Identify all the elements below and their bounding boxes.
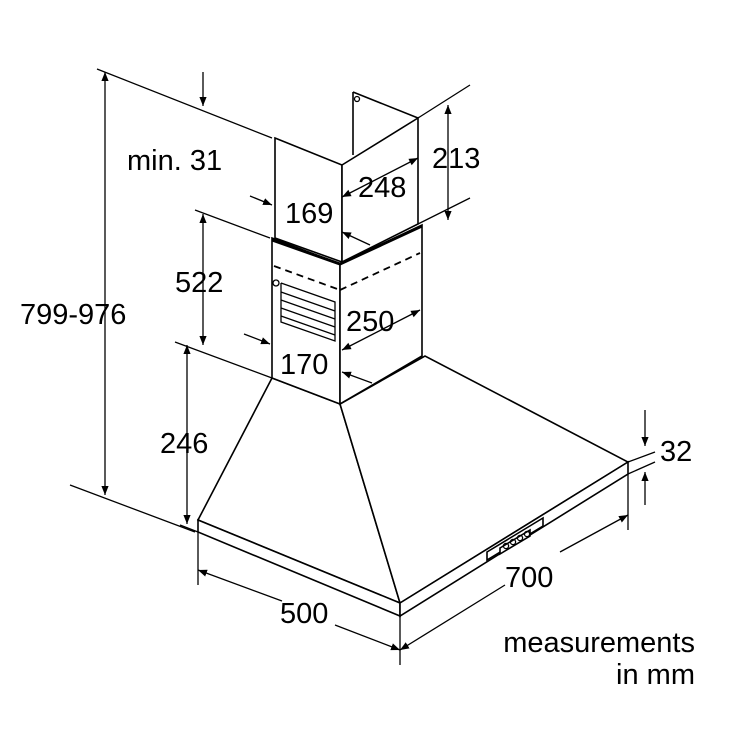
dimension-label-canopy-width: 700 [505, 562, 553, 594]
dimension-label-upper-chimney-width: 248 [358, 172, 406, 204]
units-note-line-2: in mm [616, 659, 695, 691]
dimension-label-canopy-height: 246 [160, 428, 208, 460]
units-note-line-1: measurements [503, 627, 695, 659]
dimension-label-canopy-edge-height: 32 [660, 436, 692, 468]
dimension-label-lower-chimney-height: 522 [175, 267, 223, 299]
dimension-label-lower-chimney-width: 250 [346, 306, 394, 338]
control-button-icon [502, 542, 510, 550]
lower-chimney-dashed-line [339, 252, 421, 291]
control-button-icon [516, 534, 524, 542]
control-button-icon [509, 538, 517, 546]
wall-bracket-edge [352, 91, 419, 119]
screw-icon [353, 95, 361, 103]
dimension-label-upper-chimney-height: 213 [432, 143, 480, 175]
chimney-join [271, 224, 423, 266]
vent-grille [280, 282, 336, 342]
dimension-label-total-height: 799-976 [20, 299, 126, 331]
dimension-label-canopy-depth: 500 [280, 598, 328, 630]
hood-body [196, 91, 630, 618]
dimension-label-lower-chimney-depth: 170 [280, 349, 328, 381]
dimension-label-top-clearance: min. 31 [127, 145, 222, 177]
dimension-lines [69, 68, 656, 665]
control-panel [486, 516, 544, 562]
dimension-label-upper-chimney-depth: 169 [285, 198, 333, 230]
screw-icon [272, 279, 280, 287]
control-button-icon [523, 530, 531, 538]
